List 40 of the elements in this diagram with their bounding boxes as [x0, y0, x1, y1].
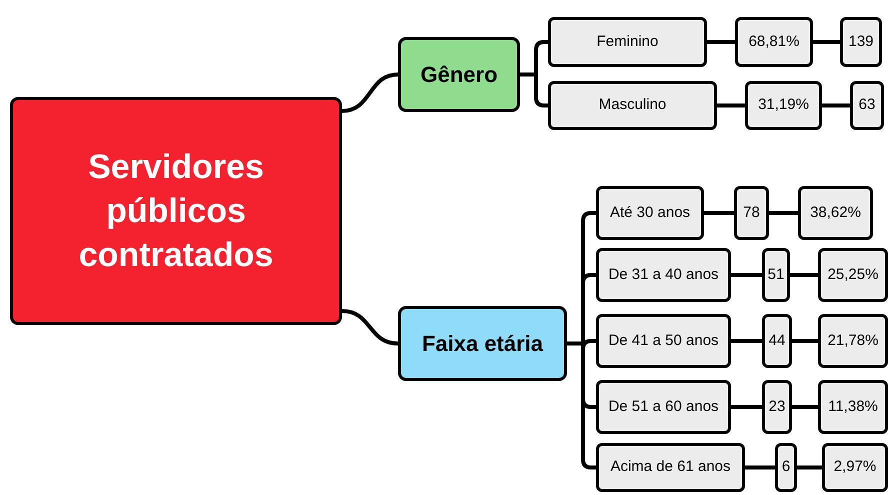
connector-line [813, 40, 840, 44]
topic-box: Servidores públicos contratados [10, 97, 342, 325]
connector-line [731, 405, 762, 409]
value-box: 38,62% [798, 186, 873, 240]
value-box: 2,97% [822, 443, 888, 492]
value-box: 23 [762, 380, 792, 434]
connector-line [822, 104, 850, 108]
value-box: 68,81% [735, 17, 813, 67]
value-box: De 31 a 40 anos [596, 248, 731, 302]
category-box: Gênero [398, 37, 520, 112]
connector-line [342, 309, 398, 346]
connector-line [707, 40, 735, 44]
value-box: De 51 a 60 anos [596, 380, 731, 434]
value-box: Até 30 anos [596, 186, 704, 240]
connector-line [731, 273, 762, 277]
connector-line [790, 273, 818, 277]
connector-line [792, 339, 818, 343]
connector-line [745, 466, 775, 470]
value-box: Feminino [548, 17, 707, 67]
value-box: 31,19% [745, 81, 822, 130]
connector-line [704, 211, 734, 215]
connector-line [792, 405, 818, 409]
category-box: Faixa etária [398, 306, 567, 381]
connector-line [769, 211, 798, 215]
value-box: 11,38% [818, 380, 888, 434]
value-box: 6 [775, 443, 797, 492]
value-box: De 41 a 50 anos [596, 314, 731, 368]
value-box: 63 [850, 81, 884, 130]
value-box: 51 [762, 248, 790, 302]
connector-line [731, 339, 762, 343]
connector-line [342, 72, 398, 113]
value-box: 21,78% [818, 314, 888, 368]
connector-line [717, 104, 745, 108]
value-box: 44 [762, 314, 792, 368]
connector-line [797, 466, 822, 470]
value-box: Masculino [548, 81, 717, 130]
value-box: 25,25% [818, 248, 888, 302]
value-box: 139 [840, 17, 882, 67]
value-box: 78 [734, 186, 769, 240]
value-box: Acima de 61 anos [596, 443, 745, 492]
